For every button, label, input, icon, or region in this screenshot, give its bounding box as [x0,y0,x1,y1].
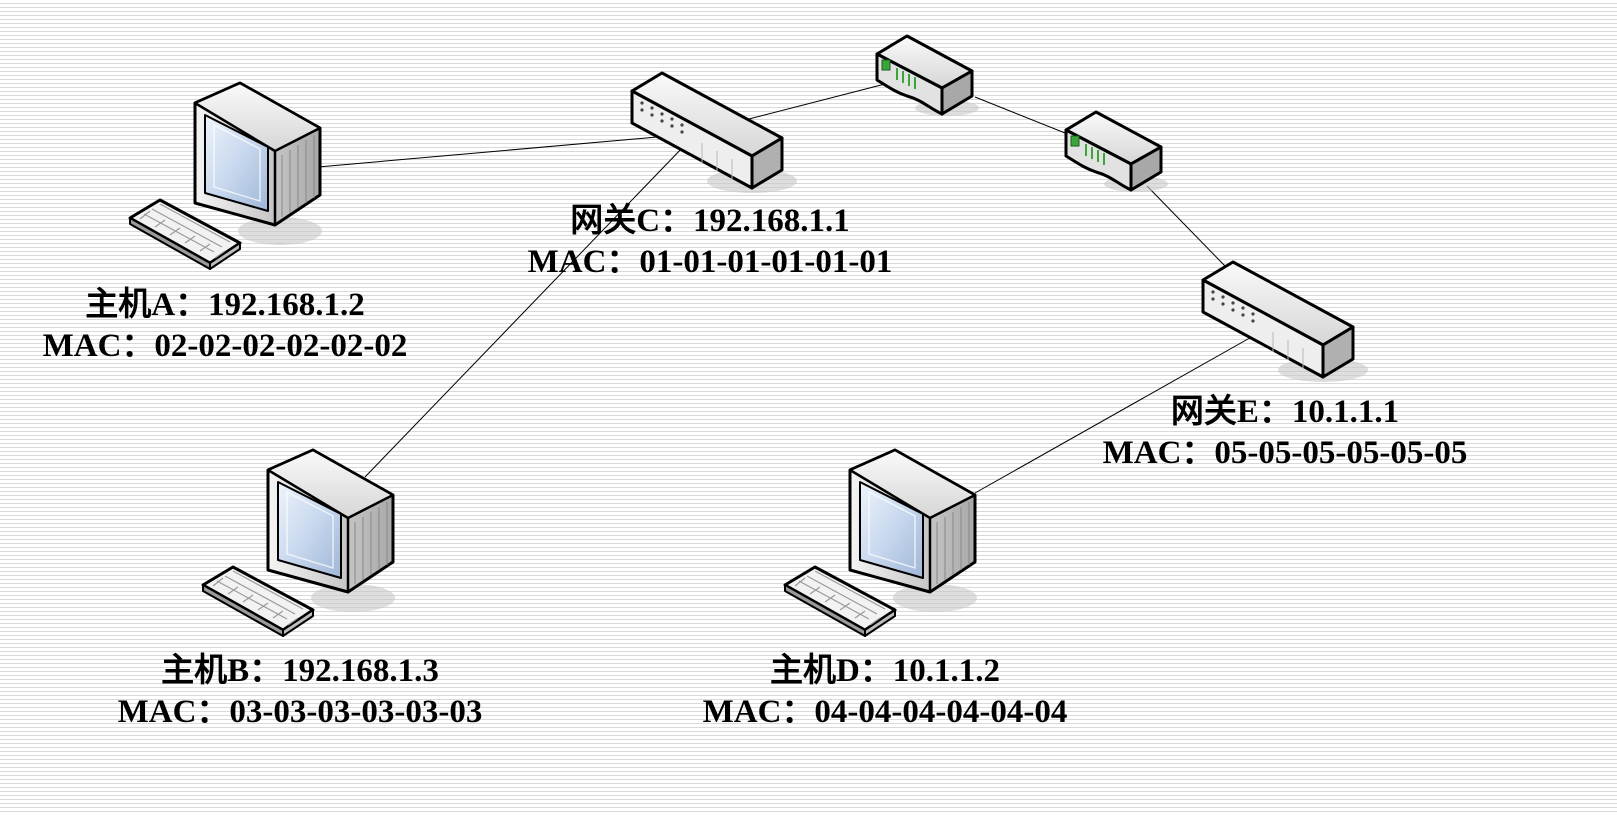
gateway-c-ip-text: 网关C：192.168.1.1 [570,203,850,239]
link-router-2-gateway-e [1146,185,1226,267]
gateway-e-ip-text: 网关E：10.1.1.1 [1170,394,1400,430]
gateway-c-mac-text: MAC：01-01-01-01-01-01 [527,244,893,281]
host-a-computer-icon [128,81,324,271]
host-a-ip-text: 主机A：192.168.1.2 [85,287,365,323]
link-host-d-gateway-e [974,334,1256,494]
gateway-c-label: 网关C：192.168.1.1 MAC：01-01-01-01-01-01 [495,201,925,284]
host-b-ip-text: 主机B：192.168.1.3 [161,653,439,689]
gateway-e-label: 网关E：10.1.1.1 MAC：05-05-05-05-05-05 [1070,392,1500,475]
host-d-mac-text: MAC：04-04-04-04-04-04 [702,694,1068,731]
host-a-label: 主机A：192.168.1.2 MAC：02-02-02-02-02-02 [10,285,440,368]
gateway-e-switch-icon [1201,260,1370,384]
link-router-1-router-2 [974,96,1071,136]
link-gateway-c-router-1 [744,83,886,121]
host-b-computer-icon [201,448,397,638]
router-1-icon [875,34,981,118]
link-host-b-gateway-c [364,144,686,478]
router-2-icon [1064,110,1170,194]
host-d-ip-text: 主机D：10.1.1.2 [769,653,1001,689]
host-a-mac-text: MAC：02-02-02-02-02-02 [42,328,408,365]
host-d-computer-icon [783,448,979,638]
host-b-label: 主机B：192.168.1.3 MAC：03-03-03-03-03-03 [85,651,515,734]
link-host-a-gateway-c [317,136,658,168]
gateway-e-mac-text: MAC：05-05-05-05-05-05 [1102,435,1468,472]
host-b-mac-text: MAC：03-03-03-03-03-03 [117,694,483,731]
host-d-label: 主机D：10.1.1.2 MAC：04-04-04-04-04-04 [670,651,1100,734]
